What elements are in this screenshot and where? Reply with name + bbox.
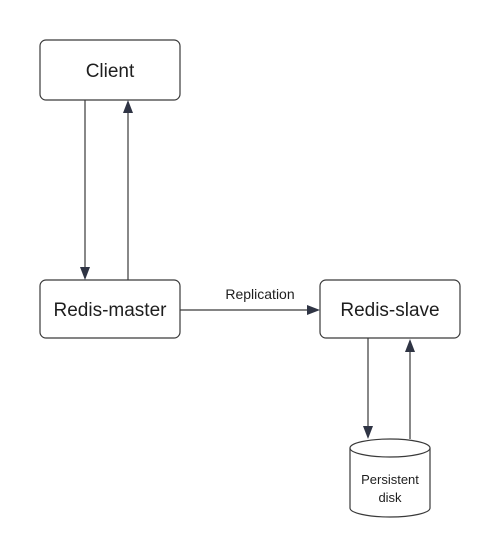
edge-client-to-master (80, 100, 90, 280)
redis-master-box (39, 279, 181, 339)
client-box (39, 39, 181, 101)
disk-cylinder-top (349, 438, 431, 458)
disk-label-line2: disk (378, 490, 402, 505)
arrowhead-right-icon (307, 305, 320, 315)
disk-cylinder-body (349, 448, 431, 518)
client-node[interactable]: Client (39, 39, 181, 101)
arrowhead-down-icon (80, 267, 90, 280)
edge-master-to-client (123, 100, 133, 280)
edge-replication: Replication (180, 286, 320, 315)
arrowhead-down-icon (363, 426, 373, 439)
redis-slave-node[interactable]: Redis-slave (319, 279, 461, 339)
redis-master-label: Redis-master (54, 300, 168, 321)
disk-label-line1: Persistent (361, 472, 419, 487)
replication-label: Replication (225, 286, 294, 302)
redis-slave-label: Redis-slave (340, 300, 439, 321)
edge-disk-to-slave (405, 339, 415, 439)
redis-master-node[interactable]: Redis-master (39, 279, 181, 339)
arrowhead-up-icon (123, 100, 133, 113)
redis-slave-box (319, 279, 461, 339)
edge-slave-to-disk (363, 338, 373, 439)
client-label: Client (86, 61, 135, 82)
arrowhead-up-icon (405, 339, 415, 352)
persistent-disk-node[interactable]: Persistent disk (349, 438, 431, 518)
